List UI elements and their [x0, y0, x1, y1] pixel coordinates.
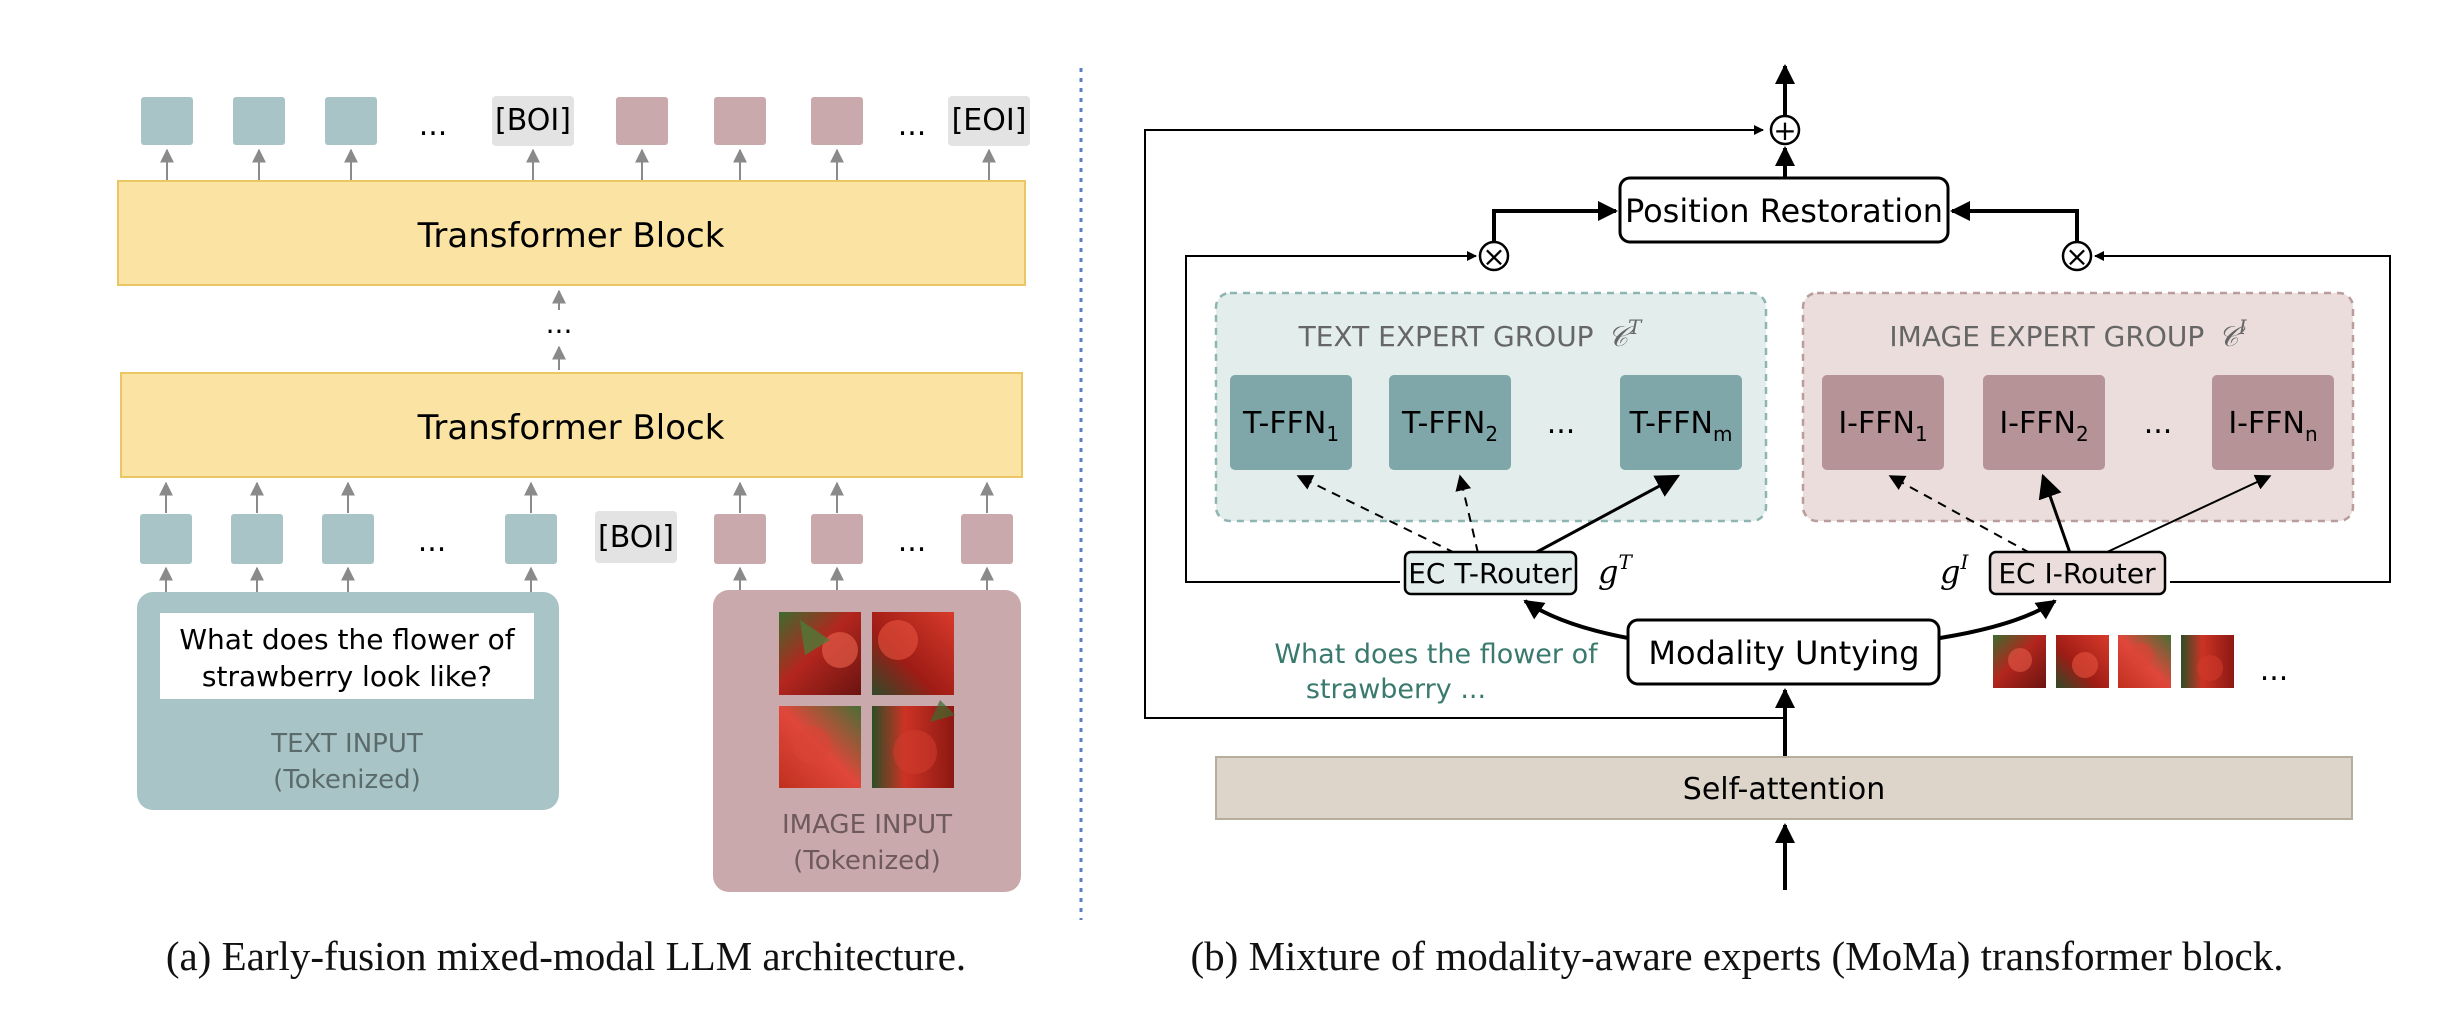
residual-connection: [1144, 125, 1785, 719]
position-restoration-box: [1618, 176, 1950, 244]
caption-a: (a) Early-fusion mixed-modal LLM archite…: [166, 933, 966, 979]
text-prompt-box: [160, 613, 534, 699]
image-token: [961, 514, 1013, 564]
text-prompt-line2: strawberry look like?: [202, 660, 492, 693]
image-token: [616, 97, 668, 145]
text-input-sublabel: (Tokenized): [273, 765, 421, 795]
text-token: [322, 514, 374, 564]
boi-token: [492, 96, 574, 146]
text-input-label: TEXT INPUT: [270, 729, 423, 759]
image-token-thumbnails: [1993, 635, 2234, 688]
image-expert-2-label: I-FFN2: [1999, 406, 2088, 446]
image-gate-line: [2094, 251, 2391, 583]
untying-to-text-router: [1523, 599, 1629, 640]
text-token: [231, 514, 283, 564]
image-multiply-node: [2061, 240, 2093, 272]
transformer-block-bottom-label: Transformer Block: [417, 408, 725, 448]
text-prompt-line1: What does the flower of: [179, 623, 515, 656]
image-input-sublabel: (Tokenized): [793, 846, 941, 876]
transformer-block-bottom: [120, 372, 1023, 478]
text-tokens-line1: What does the flower of: [1274, 639, 1599, 670]
image-expert-n-label: I-FFNn: [2228, 406, 2317, 446]
caption-b: (b) Mixture of modality-aware experts (M…: [1191, 933, 2284, 979]
eoi-token: [948, 96, 1030, 146]
text-token: [325, 97, 377, 145]
image-token: [714, 514, 766, 564]
text-experts-ellipsis: ...: [1547, 406, 1576, 441]
panel-b: + Position Restoration × × TEXT EXPERT G…: [1144, 64, 2391, 979]
image-router-dispatch: [1888, 473, 2272, 554]
sum-symbol: +: [1773, 114, 1796, 147]
untying-to-image-router: [1939, 599, 2057, 640]
image-tokens-ellipsis: ...: [2260, 653, 2289, 688]
modality-untying-label: Modality Untying: [1648, 634, 1919, 672]
image-router-label: EC I-Router: [1998, 557, 2156, 590]
boi-token-label: [BOI]: [598, 520, 674, 555]
text-product-arrow: [1492, 201, 1618, 241]
transformer-block-top-label: Transformer Block: [417, 216, 725, 256]
image-gate: gI: [1940, 550, 1969, 591]
text-multiply-node: [1478, 240, 1510, 272]
text-token: [141, 97, 193, 145]
input-token-row: ... [BOI] ...: [140, 511, 1013, 564]
text-expert-2: [1389, 375, 1511, 470]
text-token: [140, 514, 192, 564]
image-patches: [779, 612, 955, 788]
text-token: [505, 514, 557, 564]
text-expert-1: [1230, 375, 1352, 470]
text-tokens-line2: strawberry ...: [1306, 674, 1486, 705]
position-restoration-label: Position Restoration: [1625, 192, 1943, 230]
output-arrows: [160, 148, 996, 180]
boi-token-label: [BOI]: [495, 103, 571, 138]
self-attention-label: Self-attention: [1683, 772, 1885, 807]
output-token-row: ... [BOI] ... [EOI]: [141, 96, 1030, 146]
image-token: [811, 97, 863, 145]
image-experts-ellipsis: ...: [2144, 406, 2173, 441]
text-token: [233, 97, 285, 145]
boi-token: [595, 511, 677, 563]
image-expert-1: [1822, 375, 1944, 470]
text-router-dispatch: [1296, 474, 1681, 555]
image-input-label: IMAGE INPUT: [782, 810, 952, 840]
input-arrows: [159, 481, 994, 513]
text-expert-m-label: T-FFNm: [1629, 406, 1733, 446]
text-multiply-symbol: ×: [1482, 240, 1505, 273]
text-expert-2-label: T-FFN2: [1401, 406, 1498, 446]
transformer-block-top: [117, 180, 1026, 286]
image-expert-1-label: I-FFN1: [1838, 406, 1927, 446]
modality-untying-box: [1626, 618, 1941, 686]
token-ellipsis: ...: [898, 108, 927, 143]
image-multiply-symbol: ×: [2065, 240, 2088, 273]
text-gate: gT: [1598, 550, 1633, 591]
image-expert-2: [1983, 375, 2105, 470]
token-ellipsis: ...: [418, 524, 447, 559]
image-token: [714, 97, 766, 145]
text-router-label: EC T-Router: [1408, 557, 1572, 590]
sum-node: [1769, 114, 1801, 146]
self-attention-box: [1215, 756, 2353, 820]
panel-a: ... [BOI] ... [EOI] Transformer Block ..: [117, 96, 1030, 979]
text-router: [1403, 550, 1578, 596]
text-gate-line: [1185, 251, 1477, 583]
token-ellipsis: ...: [419, 108, 448, 143]
text-expert-m: [1620, 375, 1742, 470]
token-ellipsis: ...: [898, 524, 927, 559]
eoi-token-label: [EOI]: [952, 103, 1027, 138]
stack-ellipsis: ...: [546, 307, 573, 340]
image-product-arrow: [1950, 201, 2079, 241]
image-router: [1988, 550, 2167, 596]
text-expert-1-label: T-FFN1: [1242, 406, 1339, 446]
image-expert-n: [2212, 375, 2334, 470]
image-token: [811, 514, 863, 564]
